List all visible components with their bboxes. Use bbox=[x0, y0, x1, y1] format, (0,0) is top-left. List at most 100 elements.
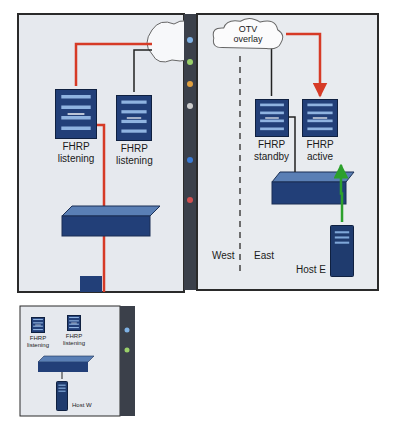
server-icon bbox=[56, 381, 68, 411]
switch-body bbox=[117, 96, 152, 141]
red-path bbox=[103, 236, 106, 292]
device-label: FHRP active bbox=[306, 139, 333, 162]
switch-stripe bbox=[61, 95, 90, 99]
switch-arrow bbox=[265, 117, 279, 118]
switch-node: FHRP standby bbox=[248, 96, 295, 165]
server-icon bbox=[330, 225, 354, 277]
switch-arrow bbox=[313, 117, 327, 118]
server-slot bbox=[335, 242, 349, 244]
switch-stripe bbox=[307, 112, 332, 115]
access-switch-top bbox=[62, 206, 160, 216]
cloud-outline bbox=[147, 21, 184, 62]
device-label: FHRP listening bbox=[116, 143, 153, 166]
switch-stripe bbox=[69, 327, 79, 328]
switch-stripe bbox=[307, 120, 332, 123]
toolbar-icon bbox=[125, 328, 130, 333]
host-node: Host E bbox=[290, 222, 360, 280]
host-label: Host W bbox=[72, 402, 92, 411]
toolbar bbox=[184, 14, 197, 290]
toolbar-icon bbox=[187, 103, 193, 109]
toolbar-icon bbox=[187, 81, 193, 87]
switch-stripe bbox=[260, 104, 284, 107]
access-switch bbox=[62, 216, 150, 236]
switch-stripe bbox=[69, 317, 79, 318]
right-photo-content bbox=[240, 56, 354, 276]
toolbar bbox=[120, 306, 135, 416]
access-switch-top bbox=[38, 356, 94, 362]
server-slot bbox=[58, 391, 65, 392]
link-line bbox=[289, 117, 295, 172]
switch-body bbox=[32, 318, 45, 333]
switch-icon bbox=[255, 99, 289, 137]
switch-stripe bbox=[61, 116, 90, 120]
switch-stripe bbox=[122, 110, 147, 113]
switch-icon bbox=[67, 315, 81, 331]
switch-stripe bbox=[307, 104, 332, 107]
switch-icon bbox=[302, 99, 338, 137]
switch-stripe bbox=[33, 322, 43, 323]
connector bbox=[286, 34, 320, 96]
toolbar-icon bbox=[187, 157, 193, 163]
region-label: East bbox=[254, 250, 274, 261]
switch-stripe bbox=[122, 120, 147, 123]
device-label: FHRP listening bbox=[27, 335, 49, 349]
small-photo-content bbox=[38, 356, 94, 379]
link-line bbox=[134, 50, 152, 92]
host-label: Host E bbox=[296, 264, 326, 278]
server-body bbox=[331, 226, 354, 277]
switch-node: FHRP listening bbox=[21, 314, 55, 352]
access-switch bbox=[38, 362, 88, 372]
switch-node: FHRP active bbox=[296, 96, 344, 165]
server-body bbox=[57, 382, 68, 411]
connector bbox=[341, 165, 342, 222]
toolbar-icon bbox=[125, 348, 130, 353]
boundary-dashed-line bbox=[239, 56, 241, 276]
switch-stripe bbox=[69, 320, 79, 321]
switch-stripe bbox=[260, 120, 284, 123]
switch-stripe bbox=[61, 127, 90, 131]
switch-stripe bbox=[260, 128, 284, 131]
device-label: FHRP listening bbox=[58, 141, 95, 164]
server-slot bbox=[335, 231, 349, 233]
switch-body bbox=[68, 316, 81, 331]
switch-body bbox=[255, 100, 288, 137]
switch-icon bbox=[55, 89, 97, 139]
switch-node: FHRP listening bbox=[110, 92, 159, 169]
photo-frame bbox=[20, 306, 120, 416]
switch-icon bbox=[31, 317, 45, 333]
switch-node: FHRP listening bbox=[49, 86, 103, 167]
link-line bbox=[62, 372, 63, 379]
switch-stripe bbox=[260, 112, 284, 115]
switch-stripe bbox=[33, 329, 43, 330]
toolbar-icon bbox=[187, 59, 193, 65]
connector bbox=[271, 48, 273, 96]
switch-node: FHRP listening bbox=[57, 312, 91, 350]
toolbar-icon bbox=[187, 37, 193, 43]
region-label: West bbox=[212, 250, 235, 261]
switch-arrow bbox=[35, 325, 41, 326]
cloud-label: OTV overlay bbox=[234, 24, 263, 45]
switch-stripe bbox=[33, 326, 43, 327]
host-partial bbox=[80, 276, 102, 292]
switch-stripe bbox=[122, 101, 147, 104]
switch-stripe bbox=[69, 324, 79, 325]
switch-stripe bbox=[61, 106, 90, 110]
cloud-node: OTV overlay bbox=[210, 17, 286, 51]
switch-stripe bbox=[122, 130, 147, 133]
red-path bbox=[97, 125, 104, 206]
server-slot bbox=[58, 385, 65, 386]
access-switch bbox=[272, 182, 346, 204]
switch-arrow bbox=[71, 323, 77, 324]
switch-body bbox=[56, 90, 97, 139]
server-slot bbox=[335, 236, 349, 238]
device-label: FHRP standby bbox=[254, 139, 289, 162]
toolbar-icon bbox=[187, 197, 193, 203]
switch-stripe bbox=[307, 128, 332, 131]
device-label: FHRP listening bbox=[63, 333, 85, 347]
host-node: Host W bbox=[50, 378, 98, 414]
switch-body bbox=[303, 100, 338, 137]
photo-frame bbox=[197, 14, 378, 290]
server-slot bbox=[58, 388, 65, 389]
